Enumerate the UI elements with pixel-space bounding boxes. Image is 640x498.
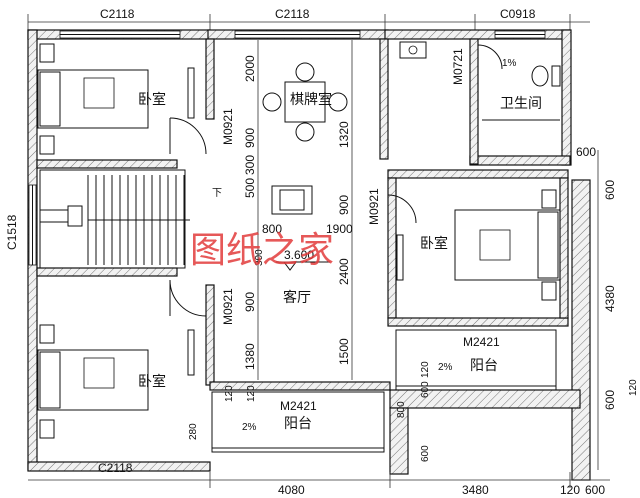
stair-down-label: 下 [212,188,222,199]
bed-top-left [37,43,149,155]
dim-bal-600b: 600 [420,445,431,462]
door-m0721: M0721 [451,48,465,85]
dim-center2-900: 900 [337,195,351,215]
chess-table [262,62,348,142]
room-bedroom-right: 卧室 [420,235,448,251]
dim-center-500: 500 [243,178,257,198]
room-bedroom-bottom-left: 卧室 [138,373,166,389]
dim-right-600a: 600 [576,145,596,159]
bed-bottom-left [37,324,149,439]
elevation-label: 3.600 [284,248,314,262]
shaft-box [271,185,313,215]
balcony-bottom [211,391,385,453]
door-m2421-right: M2421 [463,335,500,349]
center-dimension-line [257,40,599,470]
dim-center-1380: 1380 [243,343,257,370]
dim-bottom-3480: 3480 [462,483,489,497]
dim-bottom-4080: 4080 [278,483,305,497]
window-code-left: C1518 [5,214,19,250]
room-living: 客厅 [283,289,311,305]
dim-center-800: 800 [262,222,282,236]
dim-center-300b: 300 [254,249,265,266]
window-left [28,184,37,266]
door-m0921-upper: M0921 [221,108,235,145]
dim-right-120: 120 [628,379,639,396]
dim-bal-120b: 120 [224,385,235,402]
balcony-bottom-slope: 2% [242,422,257,433]
dim-right-600c: 600 [603,390,617,410]
dim-center-120: 120 [246,385,257,402]
door-m2421-bottom: M2421 [280,399,317,413]
dim-right-4380: 4380 [603,285,617,312]
dim-bal-280: 280 [188,423,199,440]
elevation-marker [276,261,330,271]
dim-center2-1320: 1320 [337,121,351,148]
window-code-top-mid: C2118 [275,7,310,21]
dim-center-1900: 1900 [326,222,353,236]
balcony-right-slope: 2% [438,362,453,373]
room-balcony-bottom: 阳台 [284,415,312,431]
dim-center-2000: 2000 [243,55,257,82]
window-code-top-right: C0918 [500,7,536,21]
door-m0921-lower: M0921 [221,288,235,325]
dim-center-300: 300 [243,155,257,175]
dim-right-600b: 600 [603,180,617,200]
windows-top [59,30,546,39]
dim-center2-2400: 2400 [337,258,351,285]
window-code-bottom-left: C2118 [98,461,133,475]
room-bathroom: 卫生间 [500,95,542,111]
bath-slope-label: 1% [502,58,517,69]
door-m0921-right: M0921 [367,188,381,225]
dim-bal-120: 120 [420,361,431,378]
top-dimension-line [27,14,590,34]
interior-walls [36,38,569,391]
dim-center2-1500: 1500 [337,338,351,365]
window-code-top-left: C2118 [100,7,135,21]
dim-bottom-600: 600 [585,483,605,497]
room-chess: 棋牌室 [290,91,332,107]
bottom-dimension-line [28,472,610,488]
dim-center-900: 900 [243,128,257,148]
dim-center-900b: 900 [243,292,257,312]
dim-bal-800: 800 [396,401,407,418]
room-bedroom-top-left: 卧室 [138,91,166,107]
watermark: 图纸之家 [190,230,334,271]
stair [39,169,190,269]
dim-bal-600: 600 [420,381,431,398]
bed-right [454,189,561,301]
room-balcony-right: 阳台 [470,357,498,373]
dim-bottom-120: 120 [560,483,580,497]
wardrobes [187,67,404,376]
roof-tiles-right [389,179,591,481]
door-swings [169,44,503,317]
bathroom-fixtures [399,41,561,121]
